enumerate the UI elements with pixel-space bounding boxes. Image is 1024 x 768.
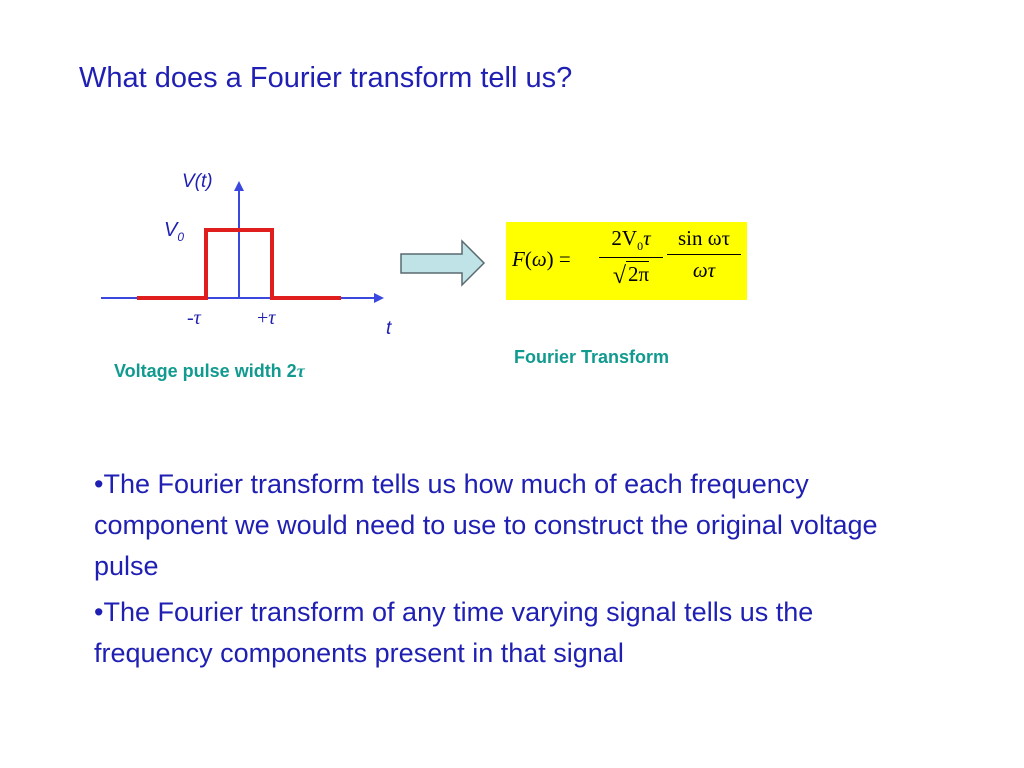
frac1-bar xyxy=(599,257,663,259)
formula-lhs: F(ω) = xyxy=(512,247,571,272)
pulse-caption-greek: τ xyxy=(296,361,305,381)
pulse-caption-text: Voltage pulse width 2 xyxy=(114,361,297,381)
frac2-numerator: sin ωτ xyxy=(677,226,731,250)
formula-open-paren: ( xyxy=(524,247,532,271)
sqrt-icon: √ xyxy=(612,263,627,290)
formula-caption: Fourier Transform xyxy=(514,347,670,367)
frac1-den-body: 2π xyxy=(626,261,650,287)
x-axis-arrowhead xyxy=(374,293,384,303)
bullet-item: •The Fourier transform of any time varyi… xyxy=(94,597,814,668)
frac1-num-base: 2V xyxy=(611,226,638,250)
slide-title: What does a Fourier transform tell us? xyxy=(79,62,573,94)
tick-plus-sign: + xyxy=(257,307,269,329)
v0-base: V xyxy=(164,219,178,241)
pulse-caption: Voltage pulse width 2τ xyxy=(114,361,305,382)
transform-arrow xyxy=(400,239,486,287)
v0-label: V0 xyxy=(164,219,184,244)
x-axis-label: t xyxy=(386,318,392,339)
formula-fraction-sinc: sin ωτ ωτ xyxy=(667,226,741,283)
y-axis-label: V(t) xyxy=(182,171,213,192)
tick-minus-greek: τ xyxy=(193,307,201,329)
tick-minus-sign: - xyxy=(187,307,194,329)
formula-close-paren: ) xyxy=(546,247,554,271)
tick-plus-greek: τ xyxy=(268,307,276,329)
formula-equals: = xyxy=(558,247,571,271)
bullet-list: •The Fourier transform tells us how much… xyxy=(94,464,924,679)
frac1-num-tau: τ xyxy=(643,226,651,250)
tick-minus-tau: -τ xyxy=(187,307,201,330)
v0-subscript: 0 xyxy=(177,230,185,244)
frac2-bar xyxy=(667,254,741,255)
frac2-denominator: ωτ xyxy=(692,258,716,282)
fourier-formula: F(ω) = 2V0τ √2π sin ωτ ωτ xyxy=(506,222,747,300)
y-axis-arrowhead xyxy=(234,181,244,191)
bullet-item: •The Fourier transform tells us how much… xyxy=(94,469,878,581)
formula-fraction-amplitude: 2V0τ √2π xyxy=(599,226,663,290)
formula-f: F xyxy=(512,247,525,271)
tick-plus-tau: +τ xyxy=(257,307,275,330)
voltage-pulse xyxy=(137,228,341,300)
formula-omega: ω xyxy=(531,247,547,271)
frac1-num-sub: 0 xyxy=(637,239,644,254)
frac1-denominator: √2π xyxy=(599,261,663,290)
frac1-numerator: 2V0τ xyxy=(599,226,663,254)
